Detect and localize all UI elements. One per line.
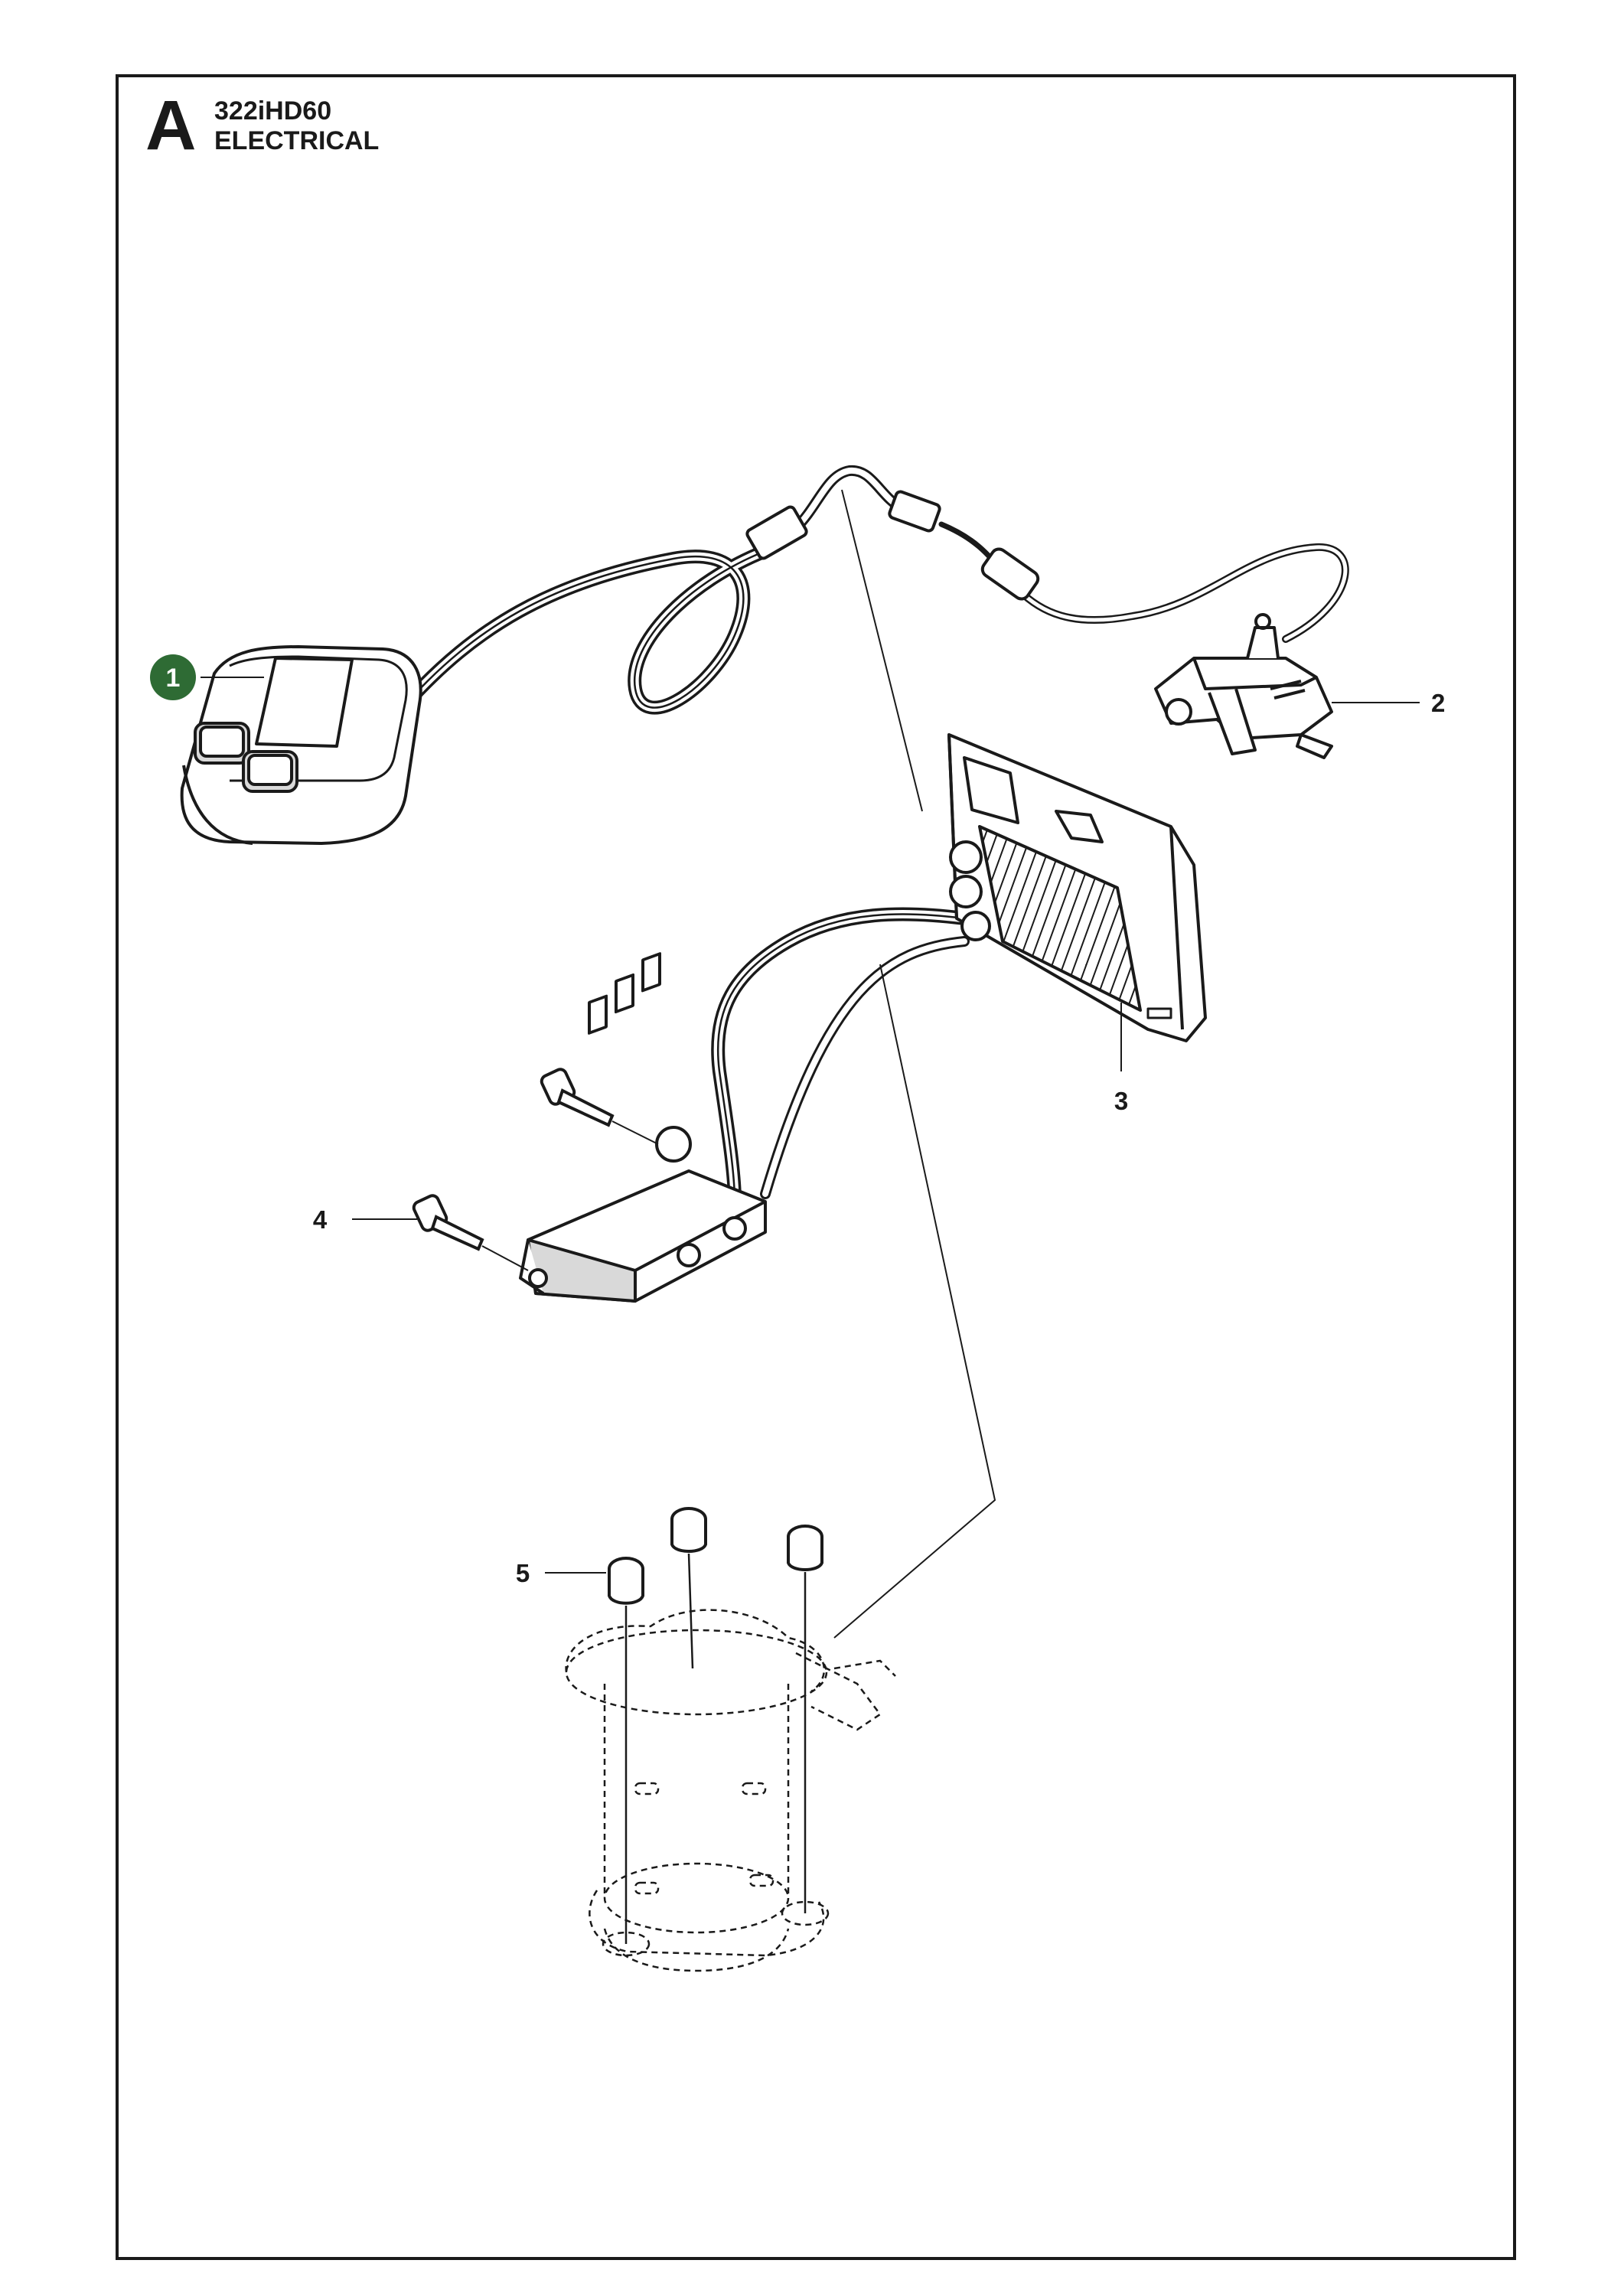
callout-badge-highlight [150, 654, 196, 700]
harness-leader-line [833, 964, 996, 1639]
callout-2: 2 [1332, 689, 1445, 717]
callout-label-1: 1 [166, 664, 181, 693]
callout-3: 3 [1114, 1003, 1128, 1115]
callout-label-5: 5 [516, 1559, 530, 1587]
connector-leader-line [841, 489, 923, 812]
callout-label-4: 4 [313, 1205, 328, 1234]
section-letter: A [145, 86, 197, 165]
model-name: 322iHD60 [214, 96, 332, 126]
motor-ghost [565, 1609, 896, 1972]
callout-label-3: 3 [1114, 1087, 1128, 1115]
switch-connector [1154, 613, 1333, 759]
section-title: ELECTRICAL [214, 126, 380, 155]
title-block: 322iHD60 ELECTRICAL [214, 96, 379, 156]
control-panel [180, 645, 422, 845]
callout-label-2: 2 [1431, 689, 1445, 717]
motor-screws [608, 1507, 823, 1944]
callout-1: 1 [150, 654, 264, 700]
sensor-board [519, 952, 767, 1303]
diagram-frame [116, 74, 1516, 2260]
callout-5: 5 [516, 1559, 606, 1587]
callout-4: 4 [313, 1205, 417, 1234]
sensor-board-screw-upper [540, 1068, 659, 1145]
controller-module [947, 733, 1207, 1042]
wiring-harness [399, 465, 1349, 1208]
sensor-board-screw [412, 1194, 529, 1271]
harness-connector-upper [745, 490, 1040, 601]
